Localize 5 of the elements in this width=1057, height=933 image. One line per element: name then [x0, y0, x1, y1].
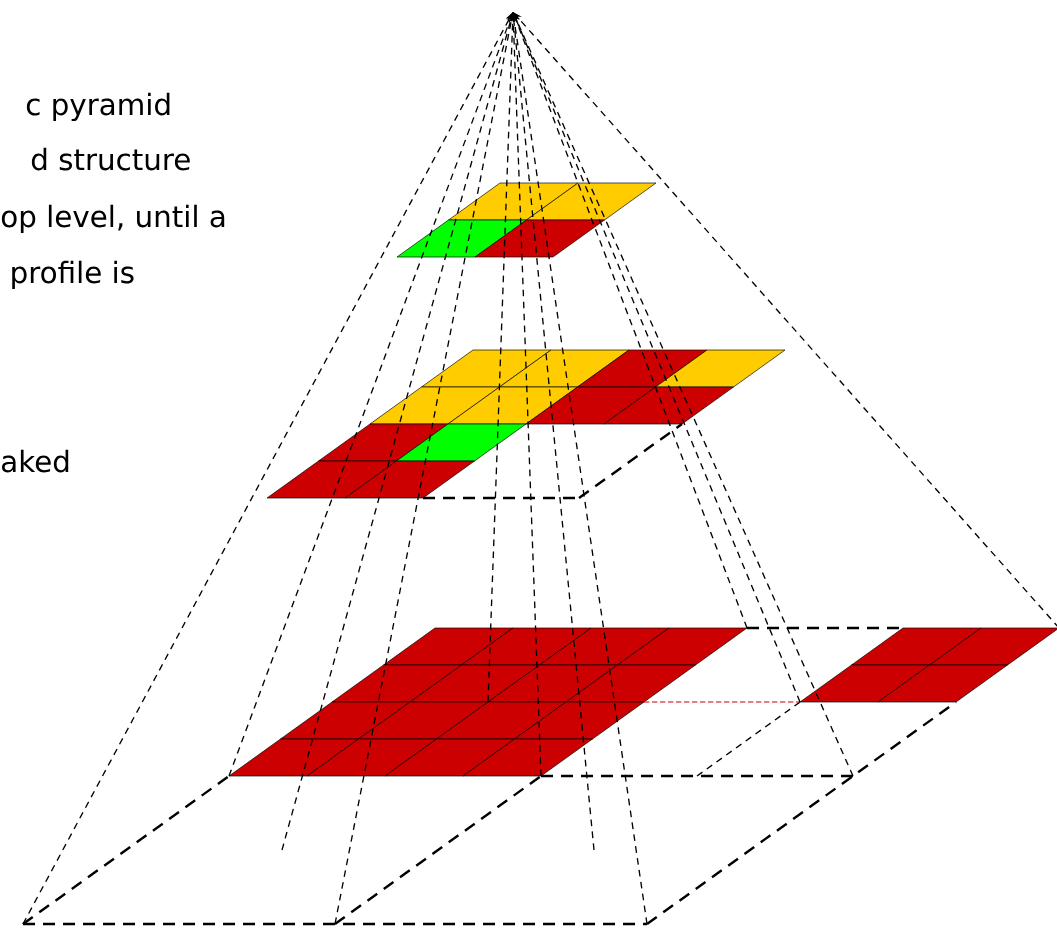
text-line: op level, until a: [1, 204, 225, 234]
text-line: c pyramid: [26, 92, 170, 122]
text-line: aked: [2, 449, 69, 473]
text-line: d structure: [31, 147, 190, 171]
text-line: profile is: [12, 260, 134, 290]
